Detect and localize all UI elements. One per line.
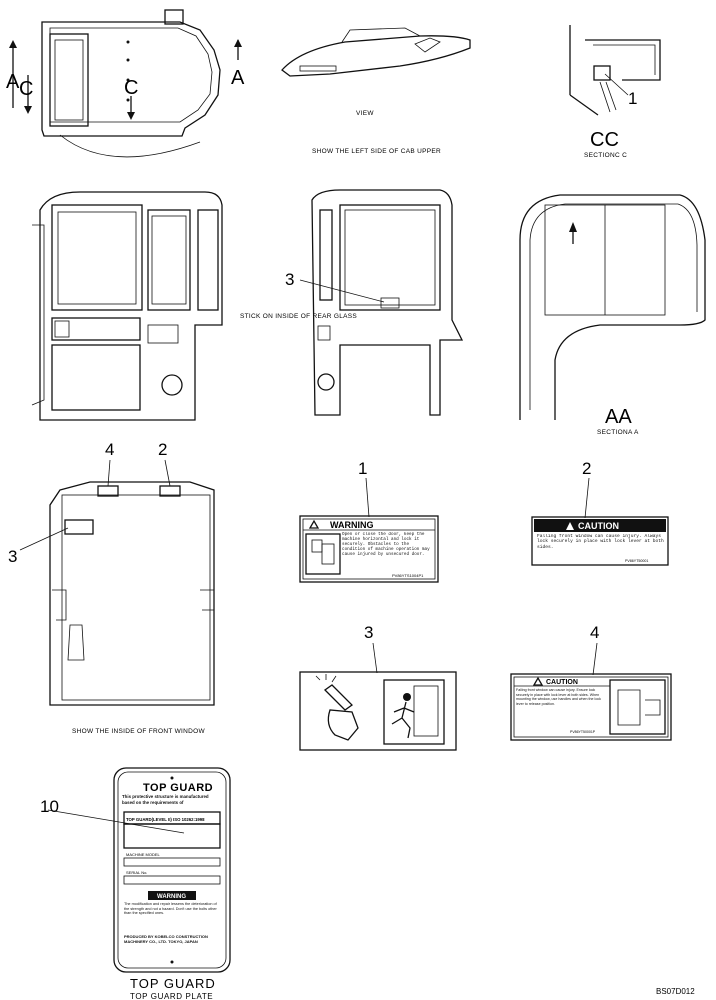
plate-maker: PRODUCED BY KOBELCO CONSTRUCTION MACHINE… (124, 934, 208, 944)
section-aa-caption: SECTIONA A (597, 429, 639, 436)
top-guard-plate (47, 767, 231, 973)
section-aa-code: AA (605, 406, 632, 428)
plate-warning-title: WARNING (157, 894, 186, 900)
decal-emergency-exit (299, 642, 457, 751)
section-c-left-letter: C (19, 78, 33, 100)
plate-warning-text: The modification and repair lessens the … (124, 902, 217, 916)
callout-4-front: 4 (105, 440, 114, 459)
section-cc-code: CC (590, 129, 619, 151)
decal-2-text: Falling front window can cause injury. A… (537, 534, 664, 550)
cab-upper-side-view (281, 27, 471, 77)
plate-heading: TOP GUARD (143, 782, 213, 794)
decal-4-text: Falling front window can cause injury. E… (516, 688, 601, 706)
plate-model-label: MACHINE MODEL (126, 852, 161, 857)
leader-2-front (164, 459, 171, 487)
front-window-caption: SHOW THE INSIDE OF FRONT WINDOW (72, 728, 205, 735)
decal-1-text: Open or close the door, keep the machine… (342, 532, 430, 557)
leader-3-front (19, 527, 69, 551)
plate-subtitle: TOP GUARD PLATE (130, 992, 213, 1000)
decal-caution-lock-lever (510, 642, 672, 741)
section-cc-detail (569, 25, 661, 116)
plate-intro: This protective structure is manufacture… (122, 794, 209, 805)
section-a-left-letter: A (6, 71, 20, 93)
callout-1-section-cc: 1 (628, 89, 637, 108)
decal-warning-door (299, 477, 439, 583)
callout-3-front: 3 (8, 547, 17, 566)
decal-4-title: CAUTION (546, 679, 578, 686)
decal-4-code: PV86YT50001P (570, 730, 596, 734)
callout-1-decal: 1 (358, 459, 367, 478)
exit-runner-icon (383, 679, 445, 745)
view-label: VIEW (356, 110, 374, 117)
callout-2-decal: 2 (582, 459, 591, 478)
cab-rear-elevation (299, 189, 464, 416)
leader-4-front (107, 459, 111, 487)
decal-2-code: PV86YT50001 (625, 559, 648, 563)
figure-code: BS07D012 (656, 987, 695, 996)
callout-4-decal: 4 (590, 623, 599, 642)
section-aa-detail (519, 194, 706, 420)
decal-1-code: PV86YTS1004P1 (392, 573, 424, 578)
section-a-right-letter: A (231, 67, 245, 89)
callout-3-rear: 3 (285, 270, 294, 289)
plate-serial-label: SERIAL No. (126, 870, 147, 875)
front-window-inside (49, 481, 215, 706)
hammer-hand-icon (315, 674, 359, 741)
decal-caution-front-window (531, 477, 669, 566)
callout-2-front: 2 (158, 440, 167, 459)
callout-3-decal: 3 (364, 623, 373, 642)
section-c-center-letter: C (124, 77, 138, 99)
left-side-caption: SHOW THE LEFT SIDE OF CAB UPPER (312, 148, 441, 155)
decal-2-title: CAUTION (578, 521, 619, 531)
section-cc-caption: SECTIONC C (584, 152, 627, 159)
cab-side-elevation (31, 191, 223, 421)
plate-title: TOP GUARD (130, 976, 216, 991)
cab-top-view (9, 9, 242, 158)
decal-1-title: WARNING (330, 520, 374, 530)
rear-glass-note: STICK ON INSIDE OF REAR GLASS (240, 313, 357, 320)
plate-standard: TOP GUARD(LEVEL II) ISO 10262:1998 (126, 817, 205, 822)
callout-10-plate: 10 (40, 797, 59, 816)
